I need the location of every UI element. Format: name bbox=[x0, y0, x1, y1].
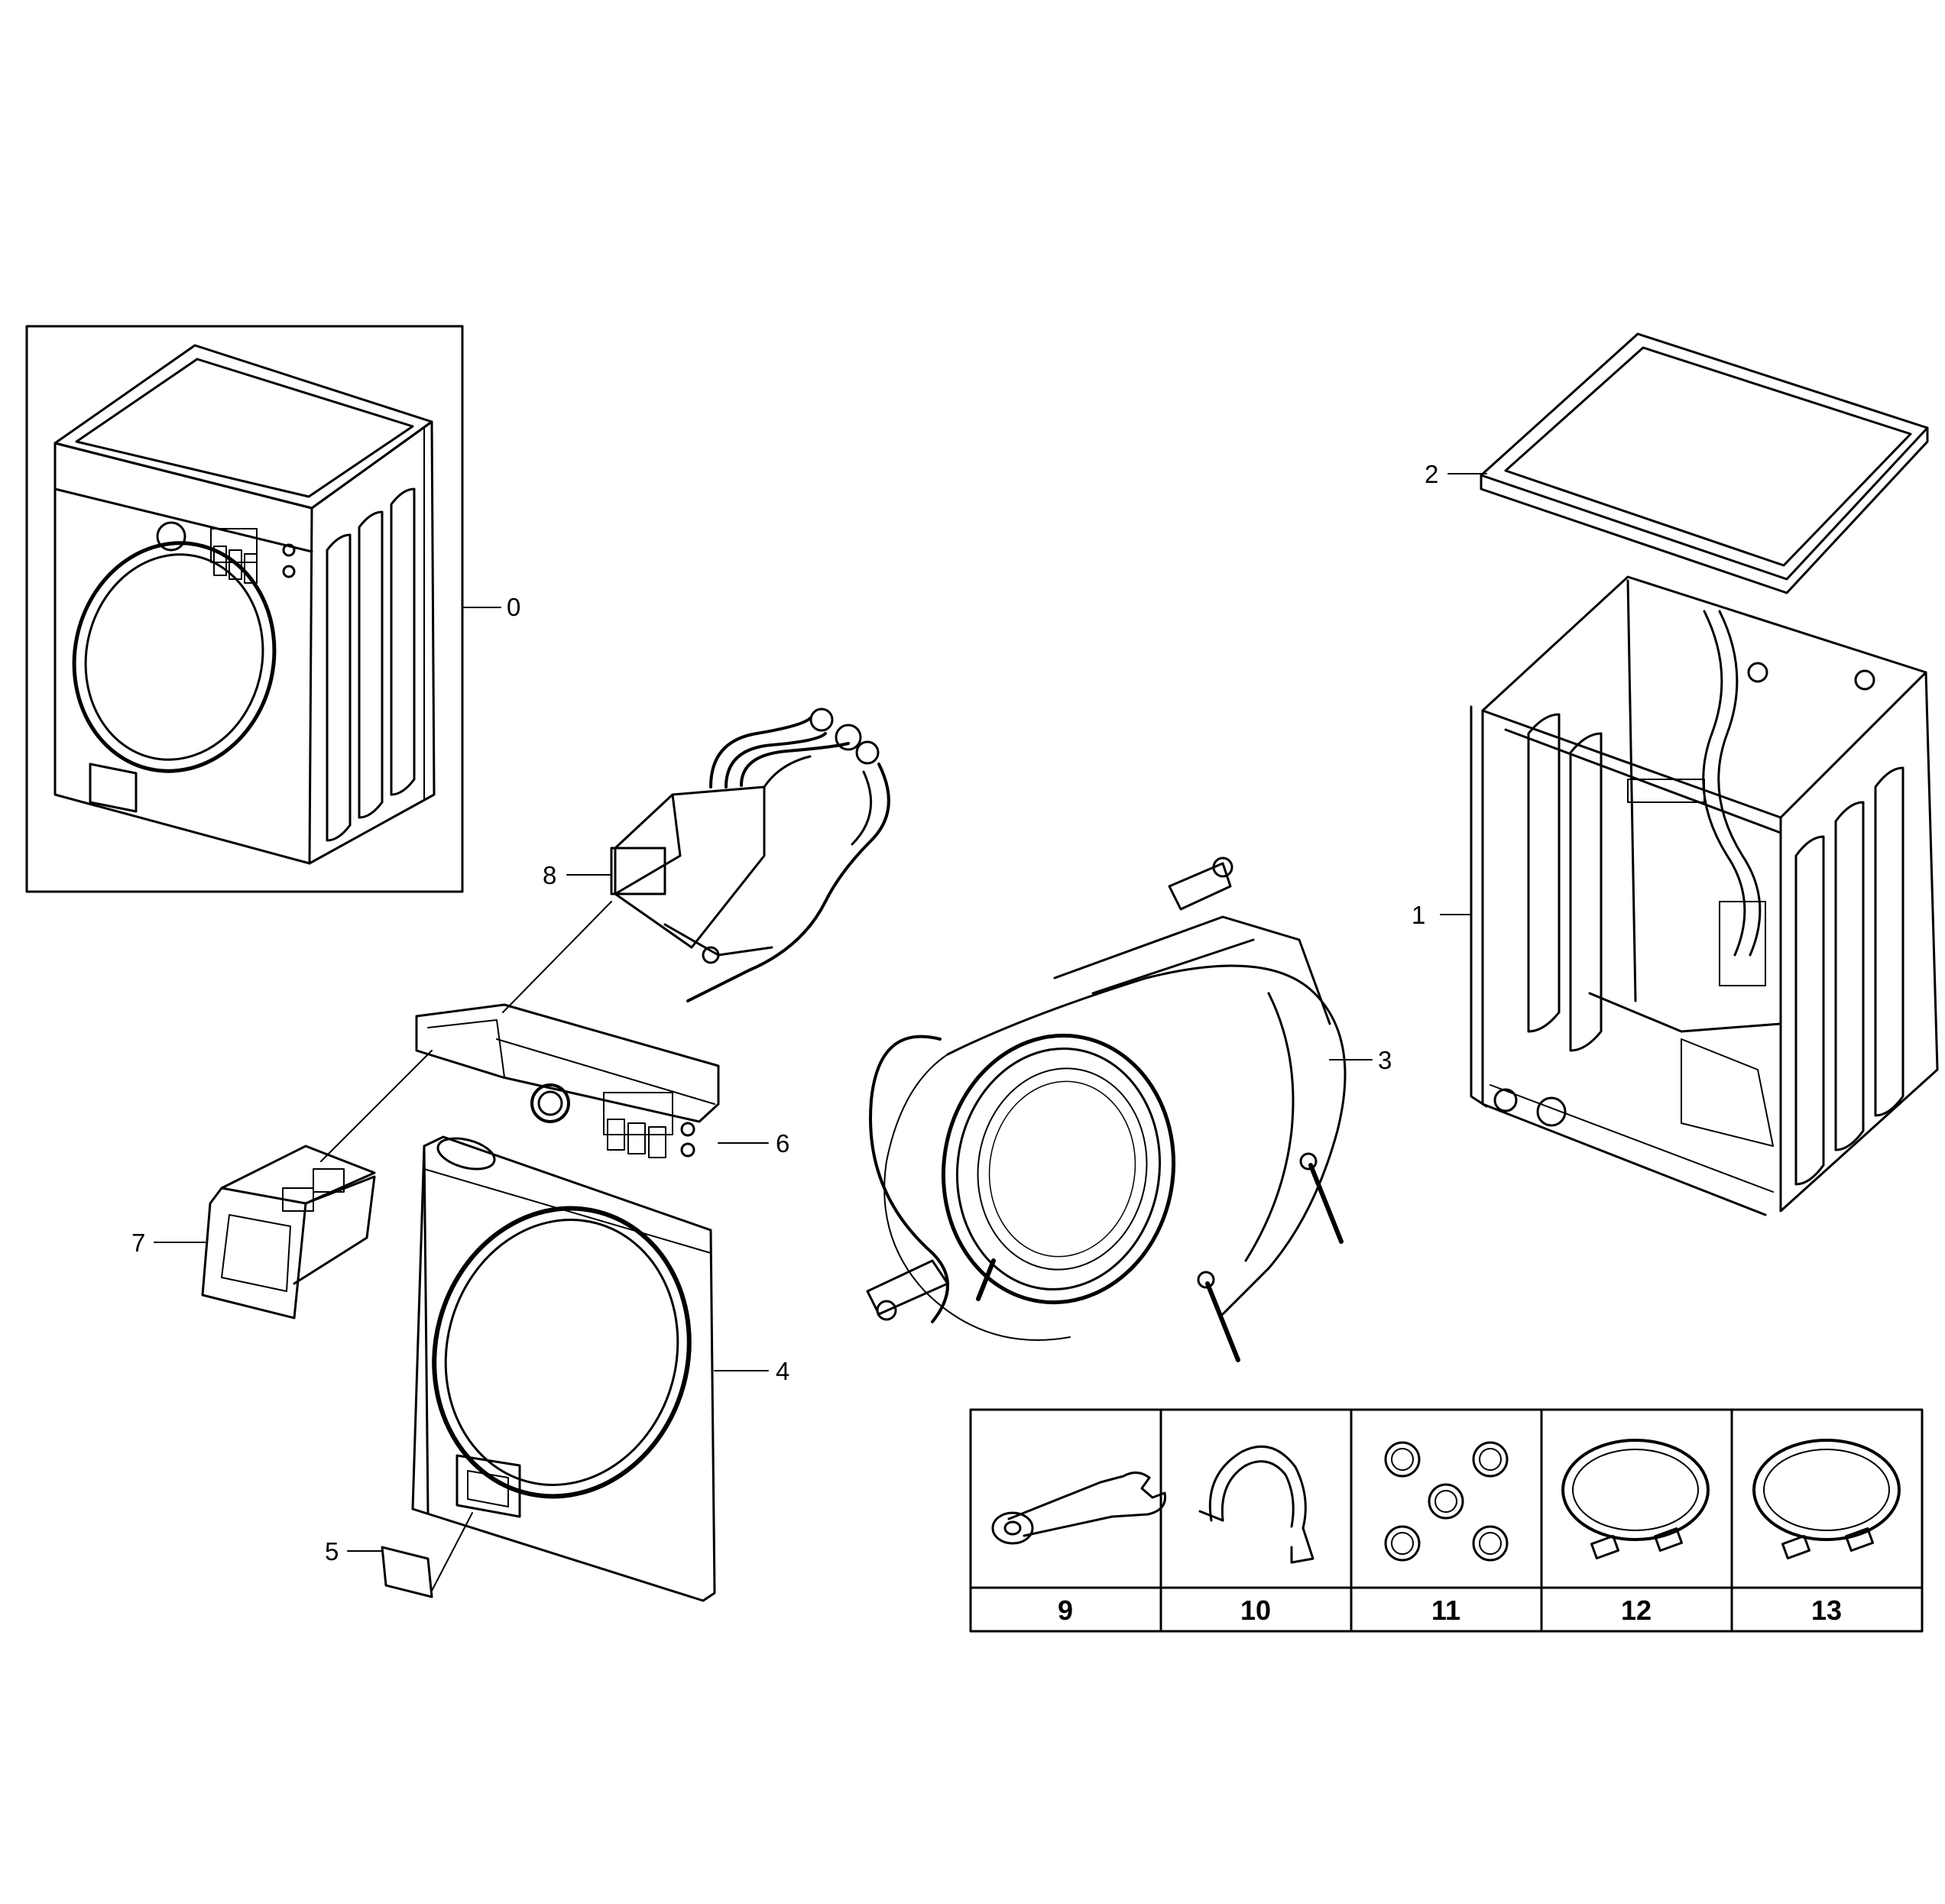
accessory-table bbox=[969, 1408, 1924, 1633]
accessory-number: 10 bbox=[1240, 1595, 1272, 1626]
caps-icon bbox=[1384, 1441, 1509, 1562]
callout-label: 0 bbox=[507, 593, 521, 621]
callout-label: 2 bbox=[1425, 460, 1439, 488]
hose-icon bbox=[1752, 1439, 1901, 1560]
leader-lines bbox=[154, 473, 1487, 1592]
callout-label: 1 bbox=[1412, 901, 1426, 929]
callout-label: 4 bbox=[776, 1357, 790, 1385]
part-0-complete-washer bbox=[25, 325, 464, 893]
callout-label: 6 bbox=[776, 1129, 790, 1158]
accessory-number: 13 bbox=[1810, 1595, 1843, 1626]
callout-label: 7 bbox=[131, 1229, 146, 1257]
hose-bracket-icon bbox=[1198, 1445, 1314, 1564]
part-7-detergent-drawer bbox=[201, 1145, 376, 1320]
callout-label: 3 bbox=[1378, 1046, 1392, 1074]
accessory-number: 9 bbox=[1057, 1595, 1074, 1626]
callout-label: 8 bbox=[543, 861, 557, 889]
part-5-filter-cover bbox=[381, 1546, 433, 1598]
part-3-tub-assembly bbox=[866, 856, 1347, 1362]
part-4-front-panel bbox=[411, 1135, 716, 1602]
wrench-icon bbox=[991, 1472, 1167, 1545]
accessory-number: 11 bbox=[1431, 1595, 1461, 1626]
callout-label: 5 bbox=[325, 1537, 339, 1566]
hose-icon bbox=[1561, 1439, 1710, 1560]
accessory-number: 12 bbox=[1620, 1595, 1652, 1626]
part-1-cabinet bbox=[1470, 575, 1939, 1216]
part-2-top-cover bbox=[1480, 332, 1929, 594]
part-8-dispenser-housing bbox=[610, 708, 890, 1002]
part-6-control-panel bbox=[415, 1003, 720, 1158]
